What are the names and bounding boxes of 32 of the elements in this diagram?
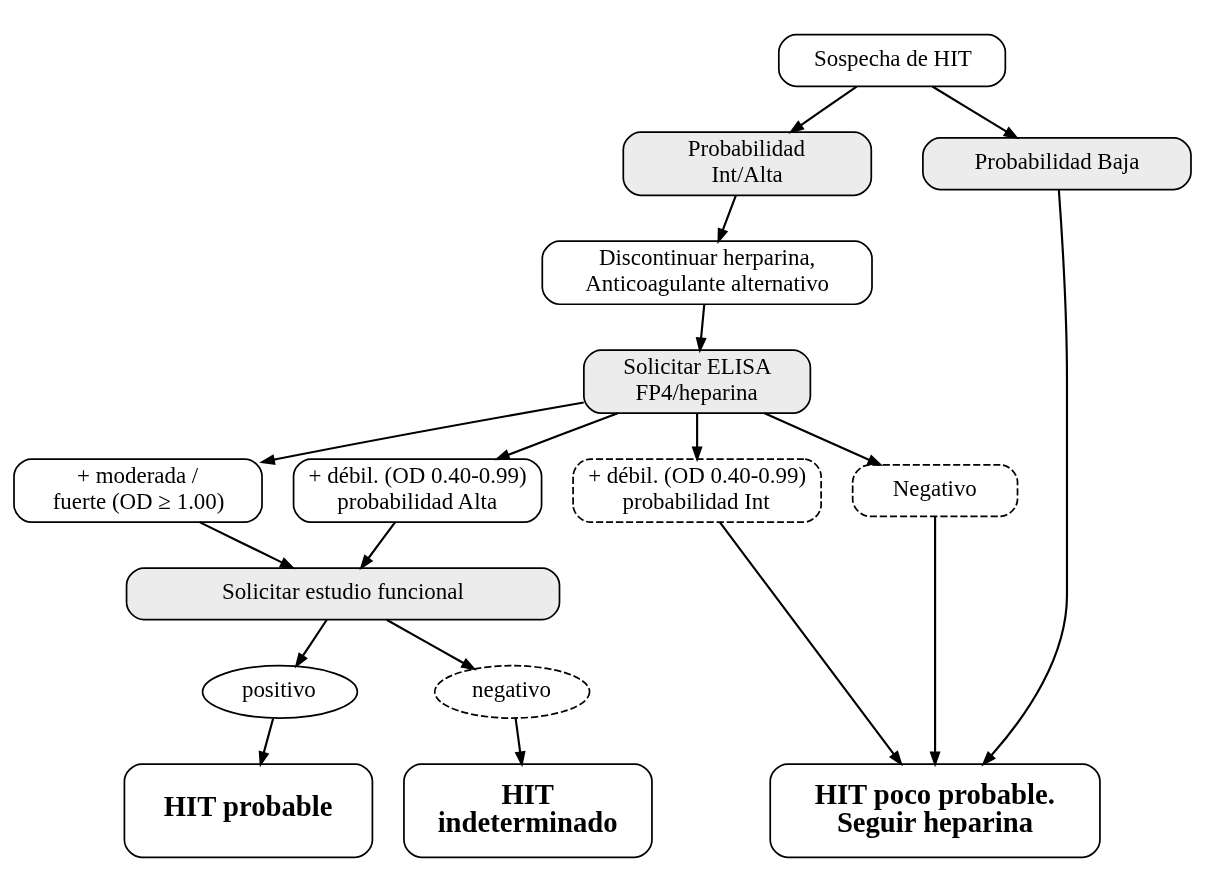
node-box: HIT poco probable. Seguir heparina [769,762,1101,858]
arrow [764,411,884,466]
node-box: + moderada / fuerte (OD ≥ 1.00) [13,457,263,523]
arrow [931,85,1020,139]
arrow [929,516,941,767]
arrow [258,717,275,767]
node-ellipse: positivo [201,664,359,719]
arrow [788,85,858,134]
arrow [719,521,903,766]
arrow [294,618,328,668]
arrow [717,194,737,244]
arrow [691,412,703,462]
node-box: Solicitar ELISA FP4/heparina [583,348,812,414]
arrow [514,717,526,767]
node-box: Probabilidad Baja [922,136,1192,190]
node-ellipse: negativo [433,664,591,719]
arrow [386,618,477,670]
arrow [199,520,296,569]
node-box: Sospecha de HIT [777,33,1007,87]
arrow [494,411,619,460]
node-box: Negativo [851,463,1019,517]
arrow [259,400,584,465]
node-box: HIT probable [123,762,374,858]
node-box: Probabilidad Int/Alta [622,130,873,196]
node-box: Discontinuar herparina, Anticoagulante alternativo [541,239,873,305]
node-box: HIT indeterminado [403,762,653,858]
node-box: + débil. (OD 0.40-0.99) probabilidad Alta [292,457,543,523]
node-box: + débil. (OD 0.40-0.99) probabilidad Int [572,457,822,523]
arrow [981,189,1069,766]
arrow [359,521,397,570]
node-box: Solicitar estudio funcional [125,566,561,620]
arrow [695,303,707,353]
